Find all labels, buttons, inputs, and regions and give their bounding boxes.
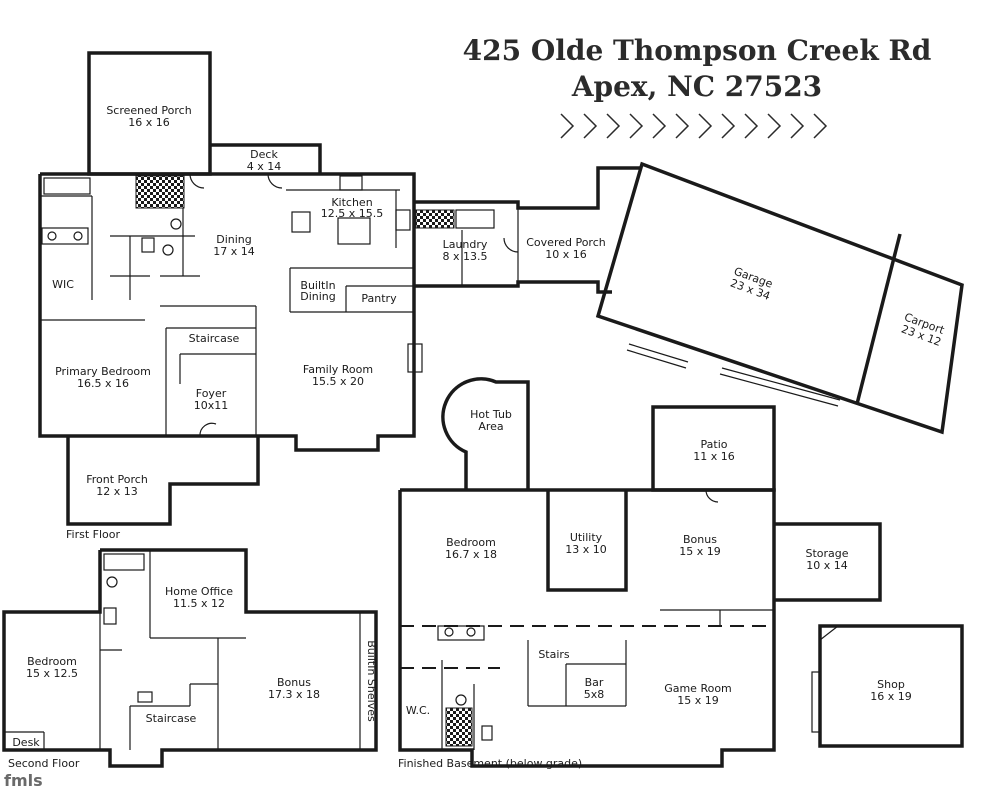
deck-walls [210, 143, 322, 174]
address-line-1: 425 Olde Thompson Creek Rd [463, 34, 932, 67]
patio-size: 11 x 16 [693, 450, 735, 463]
foyer-name: Foyer [196, 387, 227, 400]
first-floor: Screened Porch 16 x 16 Deck 4 x 14 Kitch… [38, 51, 640, 541]
main-house-outline [38, 172, 416, 452]
laundry-porch-top [414, 166, 640, 210]
bar-size: 5x8 [584, 688, 605, 701]
basement-label: Finished Basement (below grade) [398, 757, 582, 770]
staircase-1-name: Staircase [189, 332, 240, 345]
primary-bedroom-size: 16.5 x 16 [77, 377, 129, 390]
family-room-name: Family Room [303, 363, 373, 376]
garage-carport: Garage 23 x 34 Carport 23 x 12 [595, 161, 964, 435]
builtin-dining-line-1: BuiltIn [300, 279, 335, 292]
kitchen-name: Kitchen [331, 196, 372, 209]
dining-name: Dining [216, 233, 252, 246]
utility-name: Utility [570, 531, 603, 544]
bonus-2-size: 17.3 x 18 [268, 688, 320, 701]
primary-bedroom-name: Primary Bedroom [55, 365, 151, 378]
shop-name: Shop [877, 678, 905, 691]
dining-size: 17 x 14 [213, 245, 255, 258]
basement-bonus-size: 15 x 19 [679, 545, 721, 558]
staircase-2-name: Staircase [146, 712, 197, 725]
home-office-size: 11.5 x 12 [173, 597, 225, 610]
deck-size: 4 x 14 [247, 160, 282, 173]
basement-bedroom-name: Bedroom [446, 536, 496, 549]
second-floor: Home Office 11.5 x 12 Bedroom 15 x 12.5 … [2, 548, 378, 770]
stairs-name: Stairs [538, 648, 570, 661]
bedroom-2-name: Bedroom [27, 655, 77, 668]
shop-size: 16 x 19 [870, 690, 912, 703]
garage-carport-outline [595, 161, 964, 435]
patio-name: Patio [701, 438, 728, 451]
home-office-name: Home Office [165, 585, 233, 598]
deck-name: Deck [250, 148, 278, 161]
basement: Hot Tub Area Patio 11 x 16 Bedroom 16.7 … [398, 377, 964, 770]
basement-bedroom-size: 16.7 x 18 [445, 548, 497, 561]
covered-porch-size: 10 x 16 [545, 248, 587, 261]
hot-tub-walls [441, 377, 530, 490]
front-porch-walls [66, 436, 260, 526]
pantry-name: Pantry [361, 292, 397, 305]
screened-porch-size: 16 x 16 [128, 116, 170, 129]
bonus-2-name: Bonus [277, 676, 311, 689]
utility-size: 13 x 10 [565, 543, 607, 556]
wic-name: WIC [52, 278, 74, 291]
utility-walls [546, 490, 628, 592]
laundry-porch-bottom [414, 280, 612, 294]
storage-name: Storage [805, 547, 848, 560]
laundry-name: Laundry [443, 238, 488, 251]
covered-porch-name: Covered Porch [526, 236, 606, 249]
kitchen-size: 12.5 x 15.5 [321, 207, 384, 220]
game-room-name: Game Room [664, 682, 732, 695]
hot-tub-line-1: Hot Tub [470, 408, 512, 421]
screened-porch-name: Screened Porch [106, 104, 191, 117]
storage-size: 10 x 14 [806, 559, 848, 572]
basement-bonus-name: Bonus [683, 533, 717, 546]
second-floor-outline [2, 548, 378, 768]
desk-name: Desk [12, 736, 40, 749]
bedroom-2-size: 15 x 12.5 [26, 667, 78, 680]
front-porch-size: 12 x 13 [96, 485, 138, 498]
game-room-size: 15 x 19 [677, 694, 719, 707]
second-floor-label: Second Floor [8, 757, 80, 770]
builtin-dining-line-2: Dining [300, 290, 336, 303]
chevron-arrows-icon [560, 113, 828, 139]
laundry-size: 8 x 13.5 [443, 250, 488, 263]
hot-tub-line-2: Area [478, 420, 503, 433]
first-floor-label: First Floor [66, 528, 120, 541]
basement-outline [398, 488, 776, 768]
family-room-size: 15.5 x 20 [312, 375, 364, 388]
builtin-shelves-name: BuiltIn Shelves [365, 640, 378, 722]
bar-name: Bar [585, 676, 604, 689]
foyer-size: 10x11 [194, 399, 229, 412]
wc-name: W.C. [406, 704, 430, 717]
front-porch-name: Front Porch [86, 473, 148, 486]
storage-walls [774, 522, 882, 602]
watermark-logo: fmls [4, 771, 43, 790]
address-line-2: Apex, NC 27523 [571, 70, 822, 103]
